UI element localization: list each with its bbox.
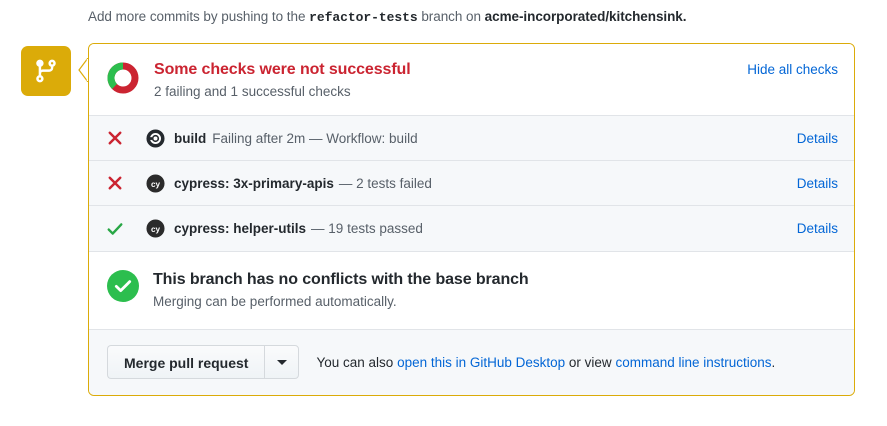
check-icon [107, 221, 123, 237]
checks-donut-icon [107, 62, 139, 94]
svg-text:cy: cy [150, 179, 160, 188]
table-row[interactable]: cy cypress: 3x-primary-apis — 2 tests fa… [89, 161, 854, 206]
checks-summary-subtitle: 2 failing and 1 successful checks [154, 84, 351, 99]
merge-actions-footer: Merge pull request You can also open thi… [89, 329, 854, 395]
merge-help-note: You can also open this in GitHub Desktop… [316, 355, 775, 370]
cypress-icon: cy [145, 173, 165, 193]
merge-help-middle: or view [568, 354, 612, 370]
table-row[interactable]: cy cypress: helper-utils — 19 tests pass… [89, 206, 854, 251]
repository-name: acme-incorporated/kitchensink. [485, 9, 687, 24]
check-details-link[interactable]: Details [796, 221, 838, 236]
push-notice-middle: branch on [421, 9, 481, 24]
check-description: — 19 tests passed [311, 221, 423, 236]
merge-options-dropdown-button[interactable] [264, 345, 300, 379]
command-line-instructions-link[interactable]: command line instructions [615, 354, 772, 370]
merge-box-caret [78, 58, 88, 82]
checks-list: build Failing after 2m — Workflow: build… [89, 115, 854, 251]
push-notice-suffix: . [682, 9, 687, 24]
git-branch-icon [36, 59, 56, 83]
cypress-icon: cy [145, 219, 165, 239]
repository-name-text: acme-incorporated/kitchensink [484, 9, 683, 24]
merge-pull-request-button[interactable]: Merge pull request [107, 345, 265, 379]
merge-status-box: Some checks were not successful 2 failin… [88, 43, 855, 396]
check-name: build [174, 130, 207, 146]
hide-all-checks-link[interactable]: Hide all checks [747, 62, 838, 77]
merge-conflicts-status: This branch has no conflicts with the ba… [89, 251, 854, 329]
check-name: cypress: helper-utils [174, 221, 307, 236]
push-notice-prefix: Add more commits by pushing to the [88, 9, 306, 24]
merge-conflicts-title: This branch has no conflicts with the ba… [153, 271, 529, 288]
checks-summary-text: Some checks were not successful 2 failin… [154, 60, 747, 101]
merge-conflicts-subtitle: Merging can be performed automatically. [153, 294, 397, 309]
chevron-down-icon [276, 359, 287, 365]
github-desktop-link[interactable]: open this in GitHub Desktop [397, 354, 566, 370]
check-details-link[interactable]: Details [796, 130, 838, 146]
check-description: Failing after 2m — Workflow: build [212, 130, 418, 146]
x-icon [107, 131, 123, 145]
push-commits-notice: Add more commits by pushing to the refac… [88, 9, 687, 25]
table-row[interactable]: build Failing after 2m — Workflow: build… [89, 116, 854, 161]
check-circle-icon [107, 270, 139, 302]
check-name: cypress: 3x-primary-apis [174, 175, 334, 191]
merge-help-prefix: You can also [316, 354, 394, 370]
checks-summary-title: Some checks were not successful [154, 61, 411, 78]
x-icon [107, 176, 123, 190]
check-details-link[interactable]: Details [796, 175, 838, 191]
check-description: — 2 tests failed [338, 175, 432, 191]
merge-button-group: Merge pull request [107, 345, 300, 379]
merge-help-suffix: . [771, 354, 776, 370]
svg-text:cy: cy [150, 225, 160, 234]
merge-conflicts-text: This branch has no conflicts with the ba… [153, 269, 529, 311]
branch-name: refactor-tests [309, 10, 418, 25]
merge-status-badge [21, 46, 71, 96]
github-actions-icon [145, 128, 165, 148]
checks-summary-header: Some checks were not successful 2 failin… [89, 44, 854, 115]
